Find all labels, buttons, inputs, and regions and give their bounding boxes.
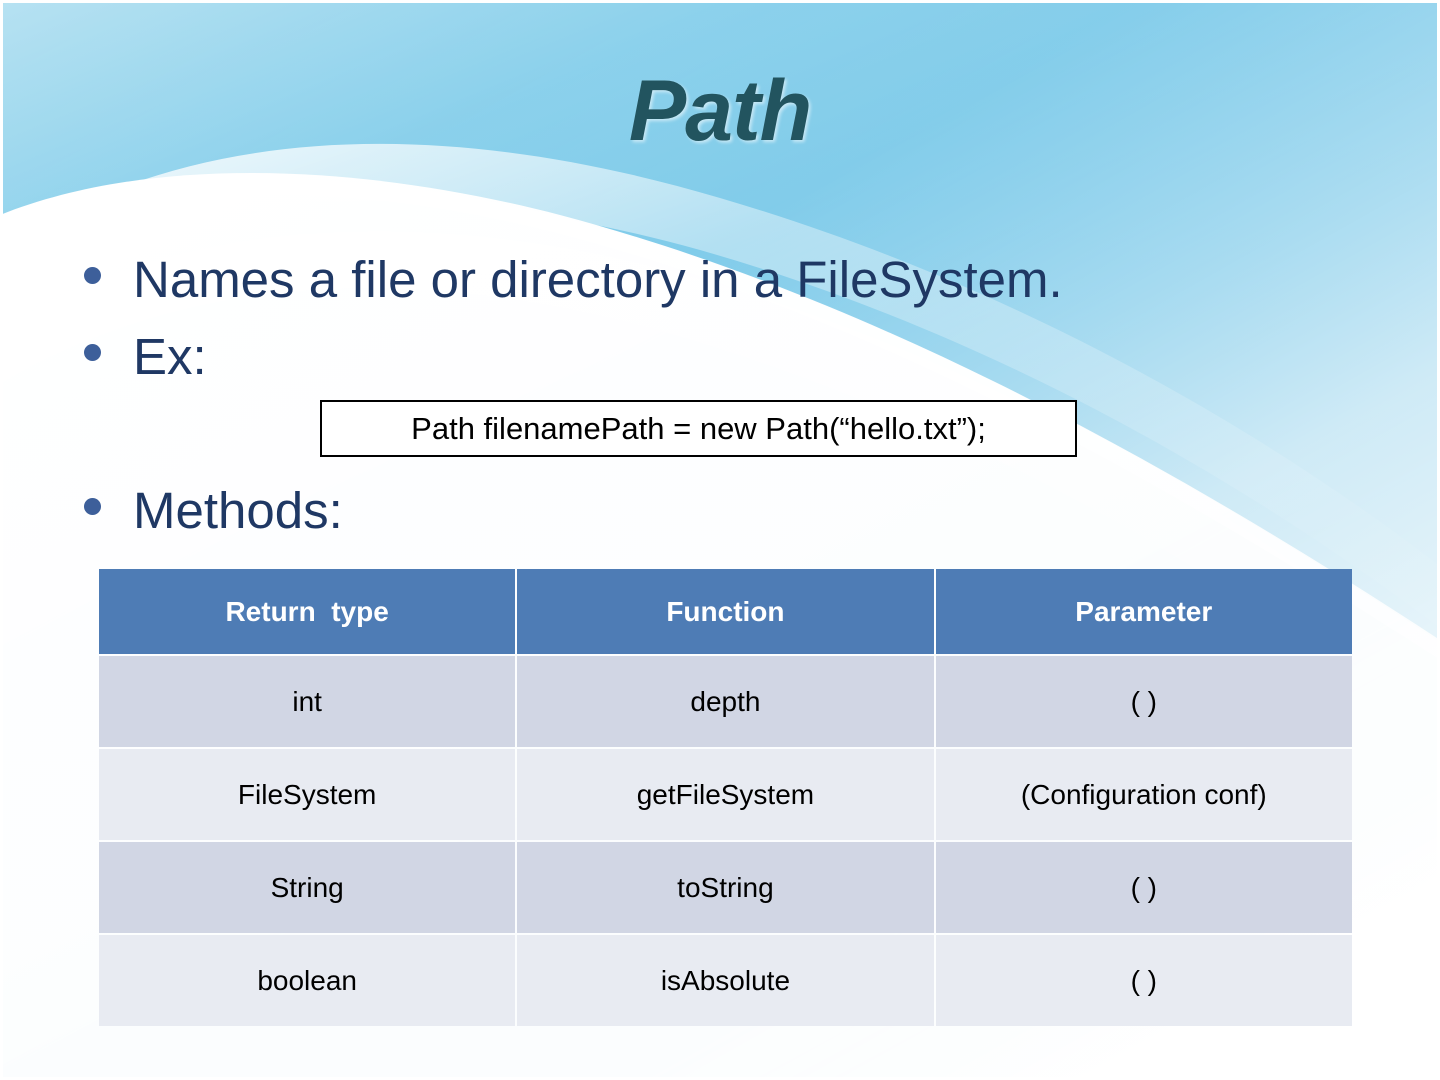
cell-return-type: int — [99, 656, 516, 747]
bullet-text: Ex: — [133, 328, 207, 385]
cell-return-type: FileSystem — [99, 749, 516, 840]
cell-function: isAbsolute — [517, 935, 934, 1026]
table-header-function: Function — [517, 569, 934, 654]
table-header-return-type: Return type — [99, 569, 516, 654]
bullet-text: Methods: — [133, 482, 343, 539]
cell-parameter: ( ) — [935, 842, 1352, 933]
table-header-parameter: Parameter — [935, 569, 1352, 654]
slide-title: Path — [628, 63, 812, 159]
table-row: String toString ( ) — [99, 842, 1352, 933]
bullet-item-ex: Ex: — [84, 331, 207, 382]
code-example-box: Path filenamePath = new Path(“hello.txt”… — [320, 400, 1077, 457]
cell-parameter: ( ) — [935, 656, 1352, 747]
methods-table: Return type Function Parameter int depth… — [97, 567, 1354, 1028]
bullet-dot-icon — [84, 344, 101, 361]
cell-function: toString — [517, 842, 934, 933]
cell-return-type: String — [99, 842, 516, 933]
table-header-row: Return type Function Parameter — [99, 569, 1352, 654]
cell-parameter: (Configuration conf) — [935, 749, 1352, 840]
cell-function: depth — [517, 656, 934, 747]
code-example-text: Path filenamePath = new Path(“hello.txt”… — [411, 411, 986, 446]
table-row: int depth ( ) — [99, 656, 1352, 747]
bullet-dot-icon — [84, 498, 101, 515]
table-row: FileSystem getFileSystem (Configuration … — [99, 749, 1352, 840]
cell-return-type: boolean — [99, 935, 516, 1026]
cell-parameter: ( ) — [935, 935, 1352, 1026]
cell-function: getFileSystem — [517, 749, 934, 840]
bullet-item-names: Names a file or directory in a FileSyste… — [84, 254, 1063, 305]
bullet-item-methods: Methods: — [84, 485, 343, 536]
table-row: boolean isAbsolute ( ) — [99, 935, 1352, 1026]
bullet-text: Names a file or directory in a FileSyste… — [133, 251, 1063, 308]
bullet-dot-icon — [84, 267, 101, 284]
